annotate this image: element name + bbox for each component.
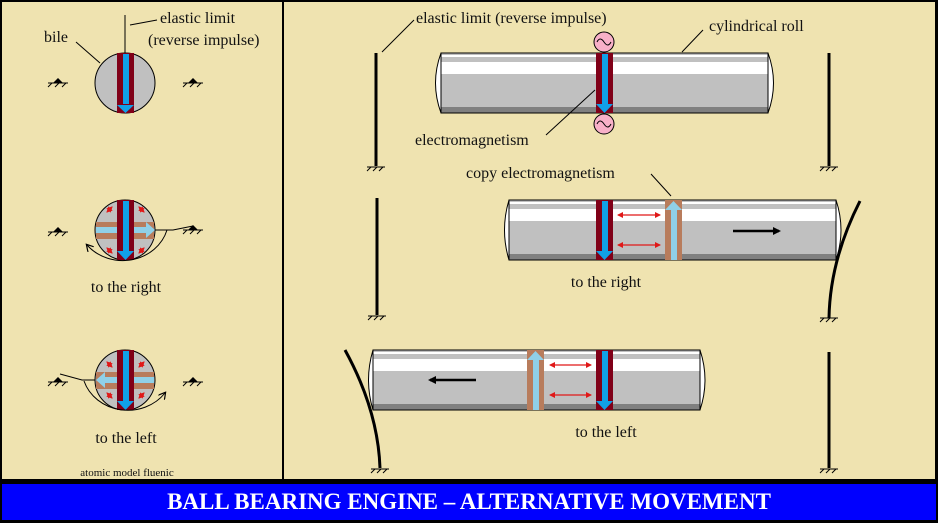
- title-band: [0, 482, 938, 522]
- impulse-arrow-head: [596, 104, 613, 113]
- label-copy-electromagnetism: copy electromagnetism: [466, 165, 615, 182]
- ground-left: [47, 78, 68, 88]
- copy-arrow-shaft: [533, 359, 539, 410]
- label-to-the-left: to the left: [95, 430, 157, 447]
- label-elastic-limit: elastic limit (reverse impulse): [416, 10, 607, 27]
- label-electromagnetism: electromagnetism: [415, 132, 529, 149]
- cylinder-right-cap: [767, 52, 774, 114]
- cylinder-right-cap: [699, 349, 706, 411]
- label-elastic-limit: elastic limit: [160, 10, 236, 27]
- ground-right: [182, 225, 203, 235]
- cylinder-to-left: to the left: [343, 349, 838, 474]
- impulse-arrow-shaft: [602, 54, 608, 104]
- atom-at-rest: bile elastic limit (reverse impulse): [44, 10, 260, 114]
- copy-arrow-head: [527, 351, 544, 360]
- cylinder-left-cap: [504, 199, 510, 261]
- ground: [819, 166, 838, 172]
- cylinder-to-right: copy electromagnetism to the right: [367, 165, 862, 323]
- copy-arrow-head: [96, 372, 105, 388]
- ground-right: [182, 78, 203, 88]
- atom-to-left: to the left: [47, 349, 203, 447]
- ground: [366, 166, 385, 172]
- spring-link: [59, 373, 95, 381]
- caption-atomic-model: atomic model fluenic: [80, 467, 174, 479]
- elastic-limit-leader: [129, 19, 158, 26]
- expansion-arrows: [106, 206, 145, 254]
- rotation-arrow: [87, 229, 168, 262]
- ground: [819, 468, 838, 474]
- copy-arrow-shaft: [671, 209, 677, 260]
- label-cylindrical-roll: cylindrical roll: [709, 18, 804, 35]
- copy-arrow-head: [146, 222, 155, 238]
- impulse-arrow-shaft: [602, 351, 608, 401]
- elastic-limit-spring-bent: [343, 349, 382, 469]
- impulse-arrow-head: [596, 251, 613, 260]
- ground: [370, 468, 389, 474]
- atom-to-right: to the right: [47, 199, 203, 296]
- label-reverse-impulse: (reverse impulse): [148, 32, 260, 49]
- spring-link: [155, 225, 194, 231]
- electromagnetism-leader: [545, 89, 596, 136]
- ground: [367, 315, 386, 321]
- page-title: BALL BEARING ENGINE – ALTERNATIVE MOVEME…: [167, 489, 771, 514]
- ground-left: [47, 227, 68, 237]
- ground: [819, 317, 838, 323]
- cylinder-left-cap: [368, 349, 374, 411]
- roll-leader: [681, 29, 704, 53]
- bile-leader: [75, 41, 101, 64]
- expansion-arrows: [106, 361, 145, 399]
- cylinder-at-rest: elastic limit (reverse impulse) cylindri…: [366, 10, 838, 172]
- impulse-arrow-shaft: [123, 201, 129, 251]
- ground-right: [182, 377, 203, 387]
- elastic-limit-leader: [381, 19, 415, 53]
- impulse-arrow-shaft: [123, 351, 129, 401]
- cylinder-left-cap: [435, 52, 442, 114]
- impulse-arrow-head: [596, 401, 613, 410]
- impulse-arrow-shaft: [123, 54, 129, 104]
- elastic-limit-spring-bent: [827, 200, 862, 319]
- label-bile: bile: [44, 29, 68, 46]
- ac-source-top: [593, 31, 615, 53]
- label-to-the-left: to the left: [575, 424, 637, 441]
- impulse-arrow-shaft: [602, 201, 608, 251]
- label-to-the-right: to the right: [571, 274, 642, 291]
- impulse-arrow-head: [117, 251, 134, 260]
- impulse-arrow-head: [117, 401, 134, 410]
- label-to-the-right: to the right: [91, 279, 162, 296]
- ac-source-bottom: [593, 113, 615, 135]
- copy-arrow-head: [665, 201, 682, 210]
- ground-left: [47, 377, 68, 387]
- rotation-arrow: [83, 380, 165, 411]
- impulse-arrow-head: [117, 105, 134, 113]
- copy-leader: [650, 173, 672, 197]
